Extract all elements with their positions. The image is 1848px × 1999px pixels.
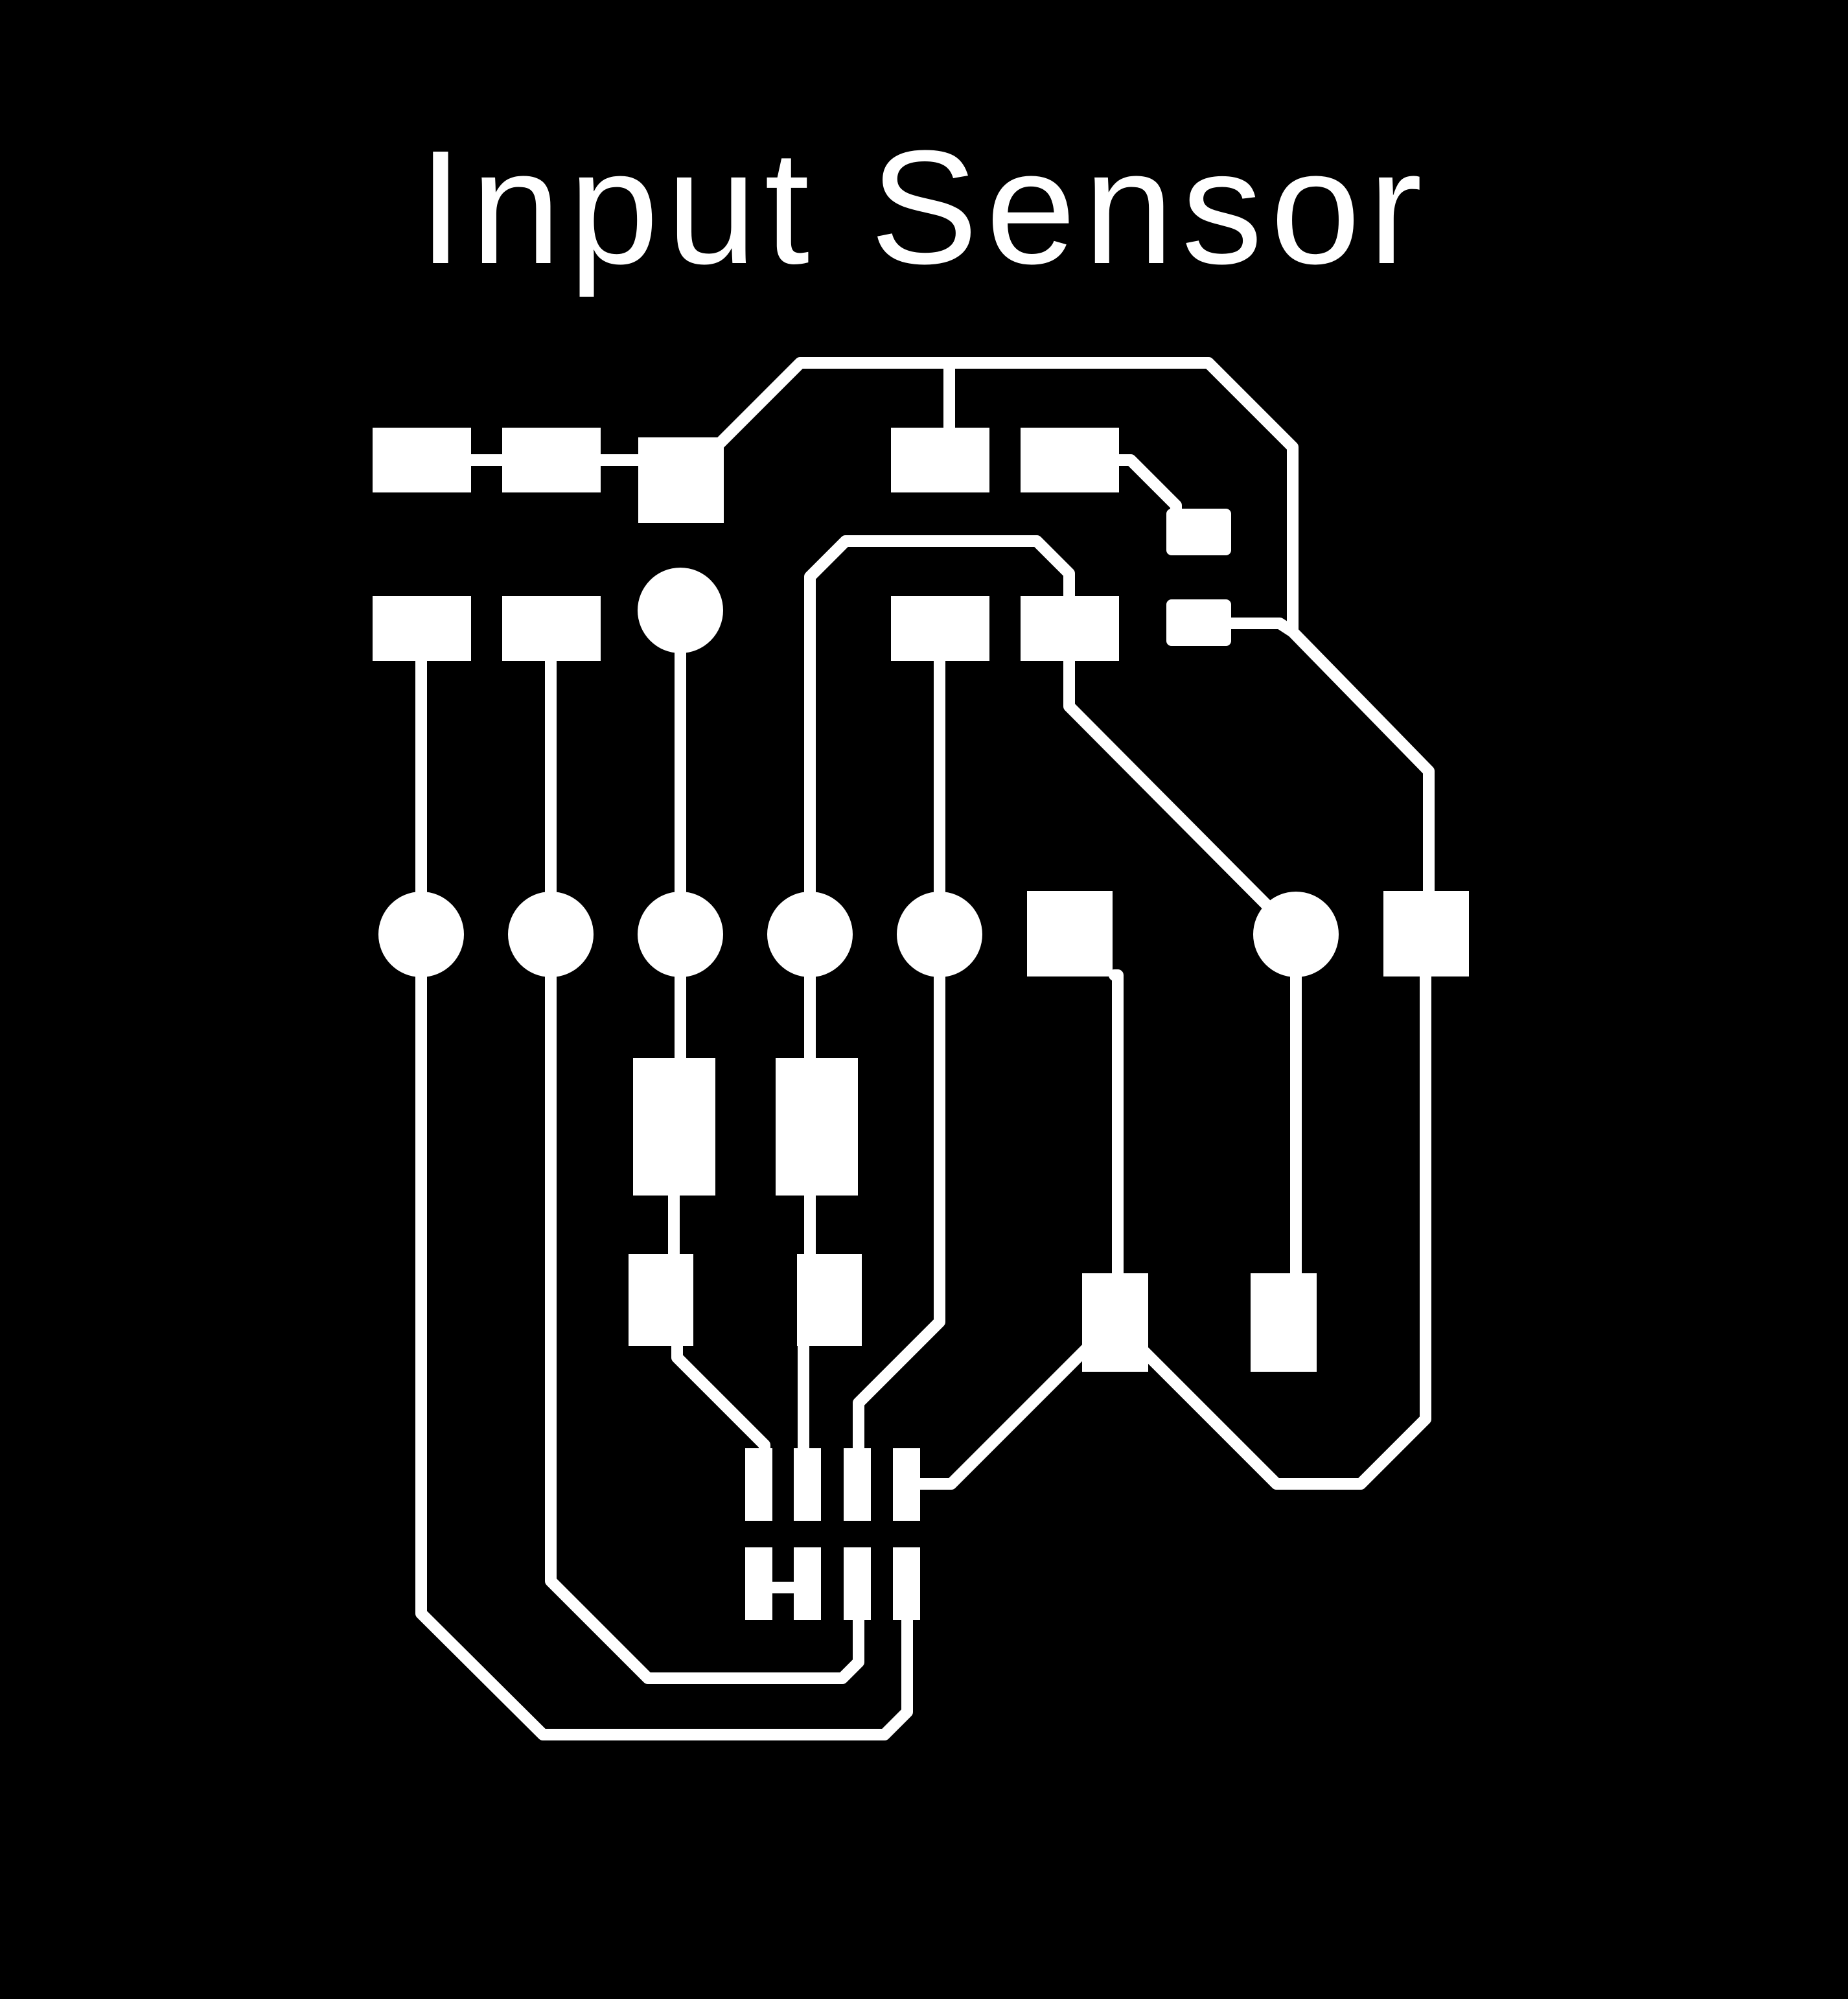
trace-hook-loop xyxy=(804,535,1075,940)
pad-row2-4 xyxy=(891,596,989,661)
pad-connector-bottom-4 xyxy=(893,1547,920,1620)
trace-column-3-lower xyxy=(668,929,770,1490)
pad-row2-5 xyxy=(1021,596,1119,661)
pad-small-lower xyxy=(1166,599,1231,646)
trace-outer-loop-1 xyxy=(415,929,913,1740)
pad-top-1 xyxy=(373,428,471,492)
pad-connector-top-1 xyxy=(745,1448,772,1521)
via-header-1 xyxy=(378,892,464,977)
trace-column-6-lower xyxy=(1109,969,1124,1295)
via-header-7 xyxy=(1253,892,1339,977)
via-row2-3 xyxy=(638,568,723,653)
pad-connector-bottom-1 xyxy=(745,1547,772,1620)
pad-connector-bottom-2 xyxy=(794,1547,821,1620)
pad-top-4 xyxy=(891,428,989,492)
trace-outer-loop-2 xyxy=(545,929,864,1684)
pad-connector-top-4 xyxy=(893,1448,920,1521)
trace-layer xyxy=(415,357,1435,1740)
pad-resistor-1 xyxy=(633,1058,715,1196)
trace-small-pad-lower xyxy=(1222,618,1299,638)
pad-connector-top-2 xyxy=(794,1448,821,1521)
pad-top-3 xyxy=(638,437,724,523)
pad-header-6 xyxy=(1027,891,1113,976)
board-title: Input Sensor xyxy=(418,117,1430,297)
trace-small-pad-upper xyxy=(1112,454,1182,524)
pad-lower-4 xyxy=(1251,1273,1317,1372)
pad-top-2 xyxy=(502,428,601,492)
trace-top-loop xyxy=(710,357,1435,900)
trace-diagonal-via xyxy=(1063,655,1302,940)
via-header-5 xyxy=(897,892,982,977)
trace-column-5-lower xyxy=(853,929,945,1490)
trace-center-diagonal xyxy=(905,1316,1119,1490)
pad-row2-1 xyxy=(373,596,471,661)
pad-top-5 xyxy=(1021,428,1119,492)
via-header-3 xyxy=(638,892,723,977)
via-header-4 xyxy=(767,892,853,977)
pad-row2-2 xyxy=(502,596,601,661)
pad-resistor-2 xyxy=(776,1058,858,1196)
pad-layer xyxy=(373,428,1469,1620)
pad-connector-bottom-3 xyxy=(844,1547,871,1620)
pad-connector-top-3 xyxy=(844,1448,871,1521)
pad-header-8 xyxy=(1383,891,1469,976)
pad-lower-3 xyxy=(1082,1273,1148,1372)
trace-right-loop xyxy=(1109,929,1431,1490)
trace-column-4-lower xyxy=(798,929,816,1490)
pad-small-upper xyxy=(1166,509,1231,555)
via-header-2 xyxy=(508,892,594,977)
pad-lower-2 xyxy=(797,1254,862,1346)
pad-lower-1 xyxy=(629,1254,693,1346)
